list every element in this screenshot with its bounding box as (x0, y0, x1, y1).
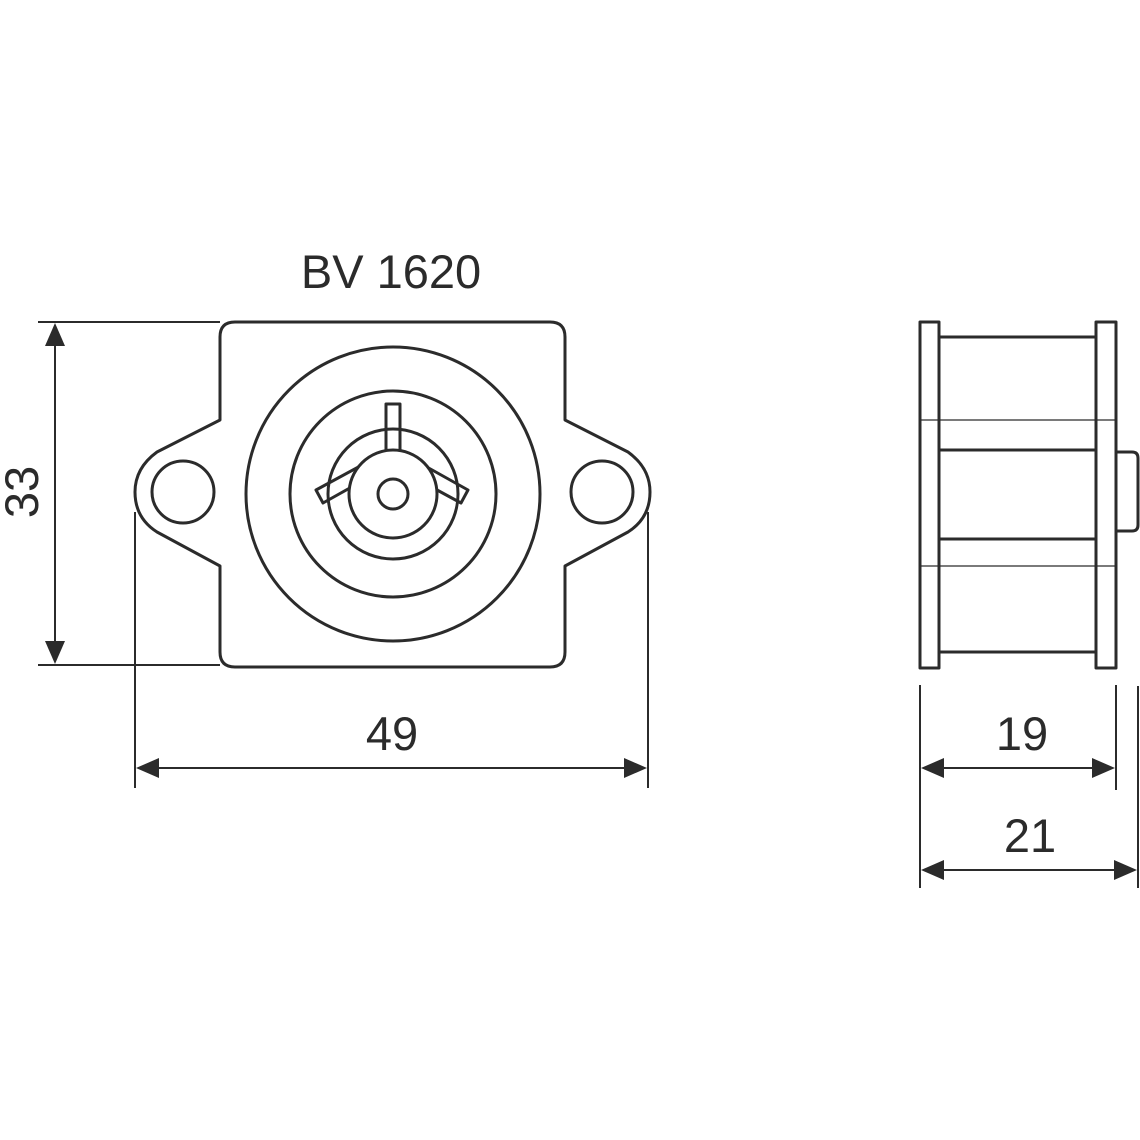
rear-flange-plate (1094, 320, 1118, 670)
arrow-right (1114, 860, 1137, 880)
arrow-right (624, 758, 647, 778)
side-view (918, 320, 1140, 670)
dimension-height: 33 (0, 321, 220, 666)
arrow-left (921, 758, 944, 778)
rear-knob (1116, 450, 1140, 533)
mounting-hole-right (569, 459, 635, 525)
depth-total-label: 21 (1004, 809, 1056, 862)
hub-ring (326, 427, 460, 561)
front-view (133, 320, 652, 669)
arrow-right (1092, 758, 1115, 778)
arrow-left (136, 758, 159, 778)
mounting-hole-left (150, 459, 216, 525)
model-title: BV 1620 (301, 245, 481, 298)
center-hub (347, 448, 439, 540)
lower-body (937, 537, 1098, 654)
inner-ring (288, 389, 498, 599)
arrow-left (921, 860, 944, 880)
width-label: 49 (366, 707, 418, 760)
center-hole (376, 477, 410, 511)
dimension-depth-inner: 19 (919, 685, 1117, 790)
dimension-depth-total: 21 (919, 686, 1139, 888)
arrow-up (45, 323, 65, 346)
height-label: 33 (0, 466, 48, 518)
upper-body (937, 335, 1098, 452)
outer-ring (244, 345, 542, 643)
front-flange-plate (918, 320, 941, 670)
depth-inner-label: 19 (996, 707, 1048, 760)
arrow-down (45, 641, 65, 664)
flange-outline (133, 320, 652, 669)
dimension-width: 49 (134, 512, 649, 788)
